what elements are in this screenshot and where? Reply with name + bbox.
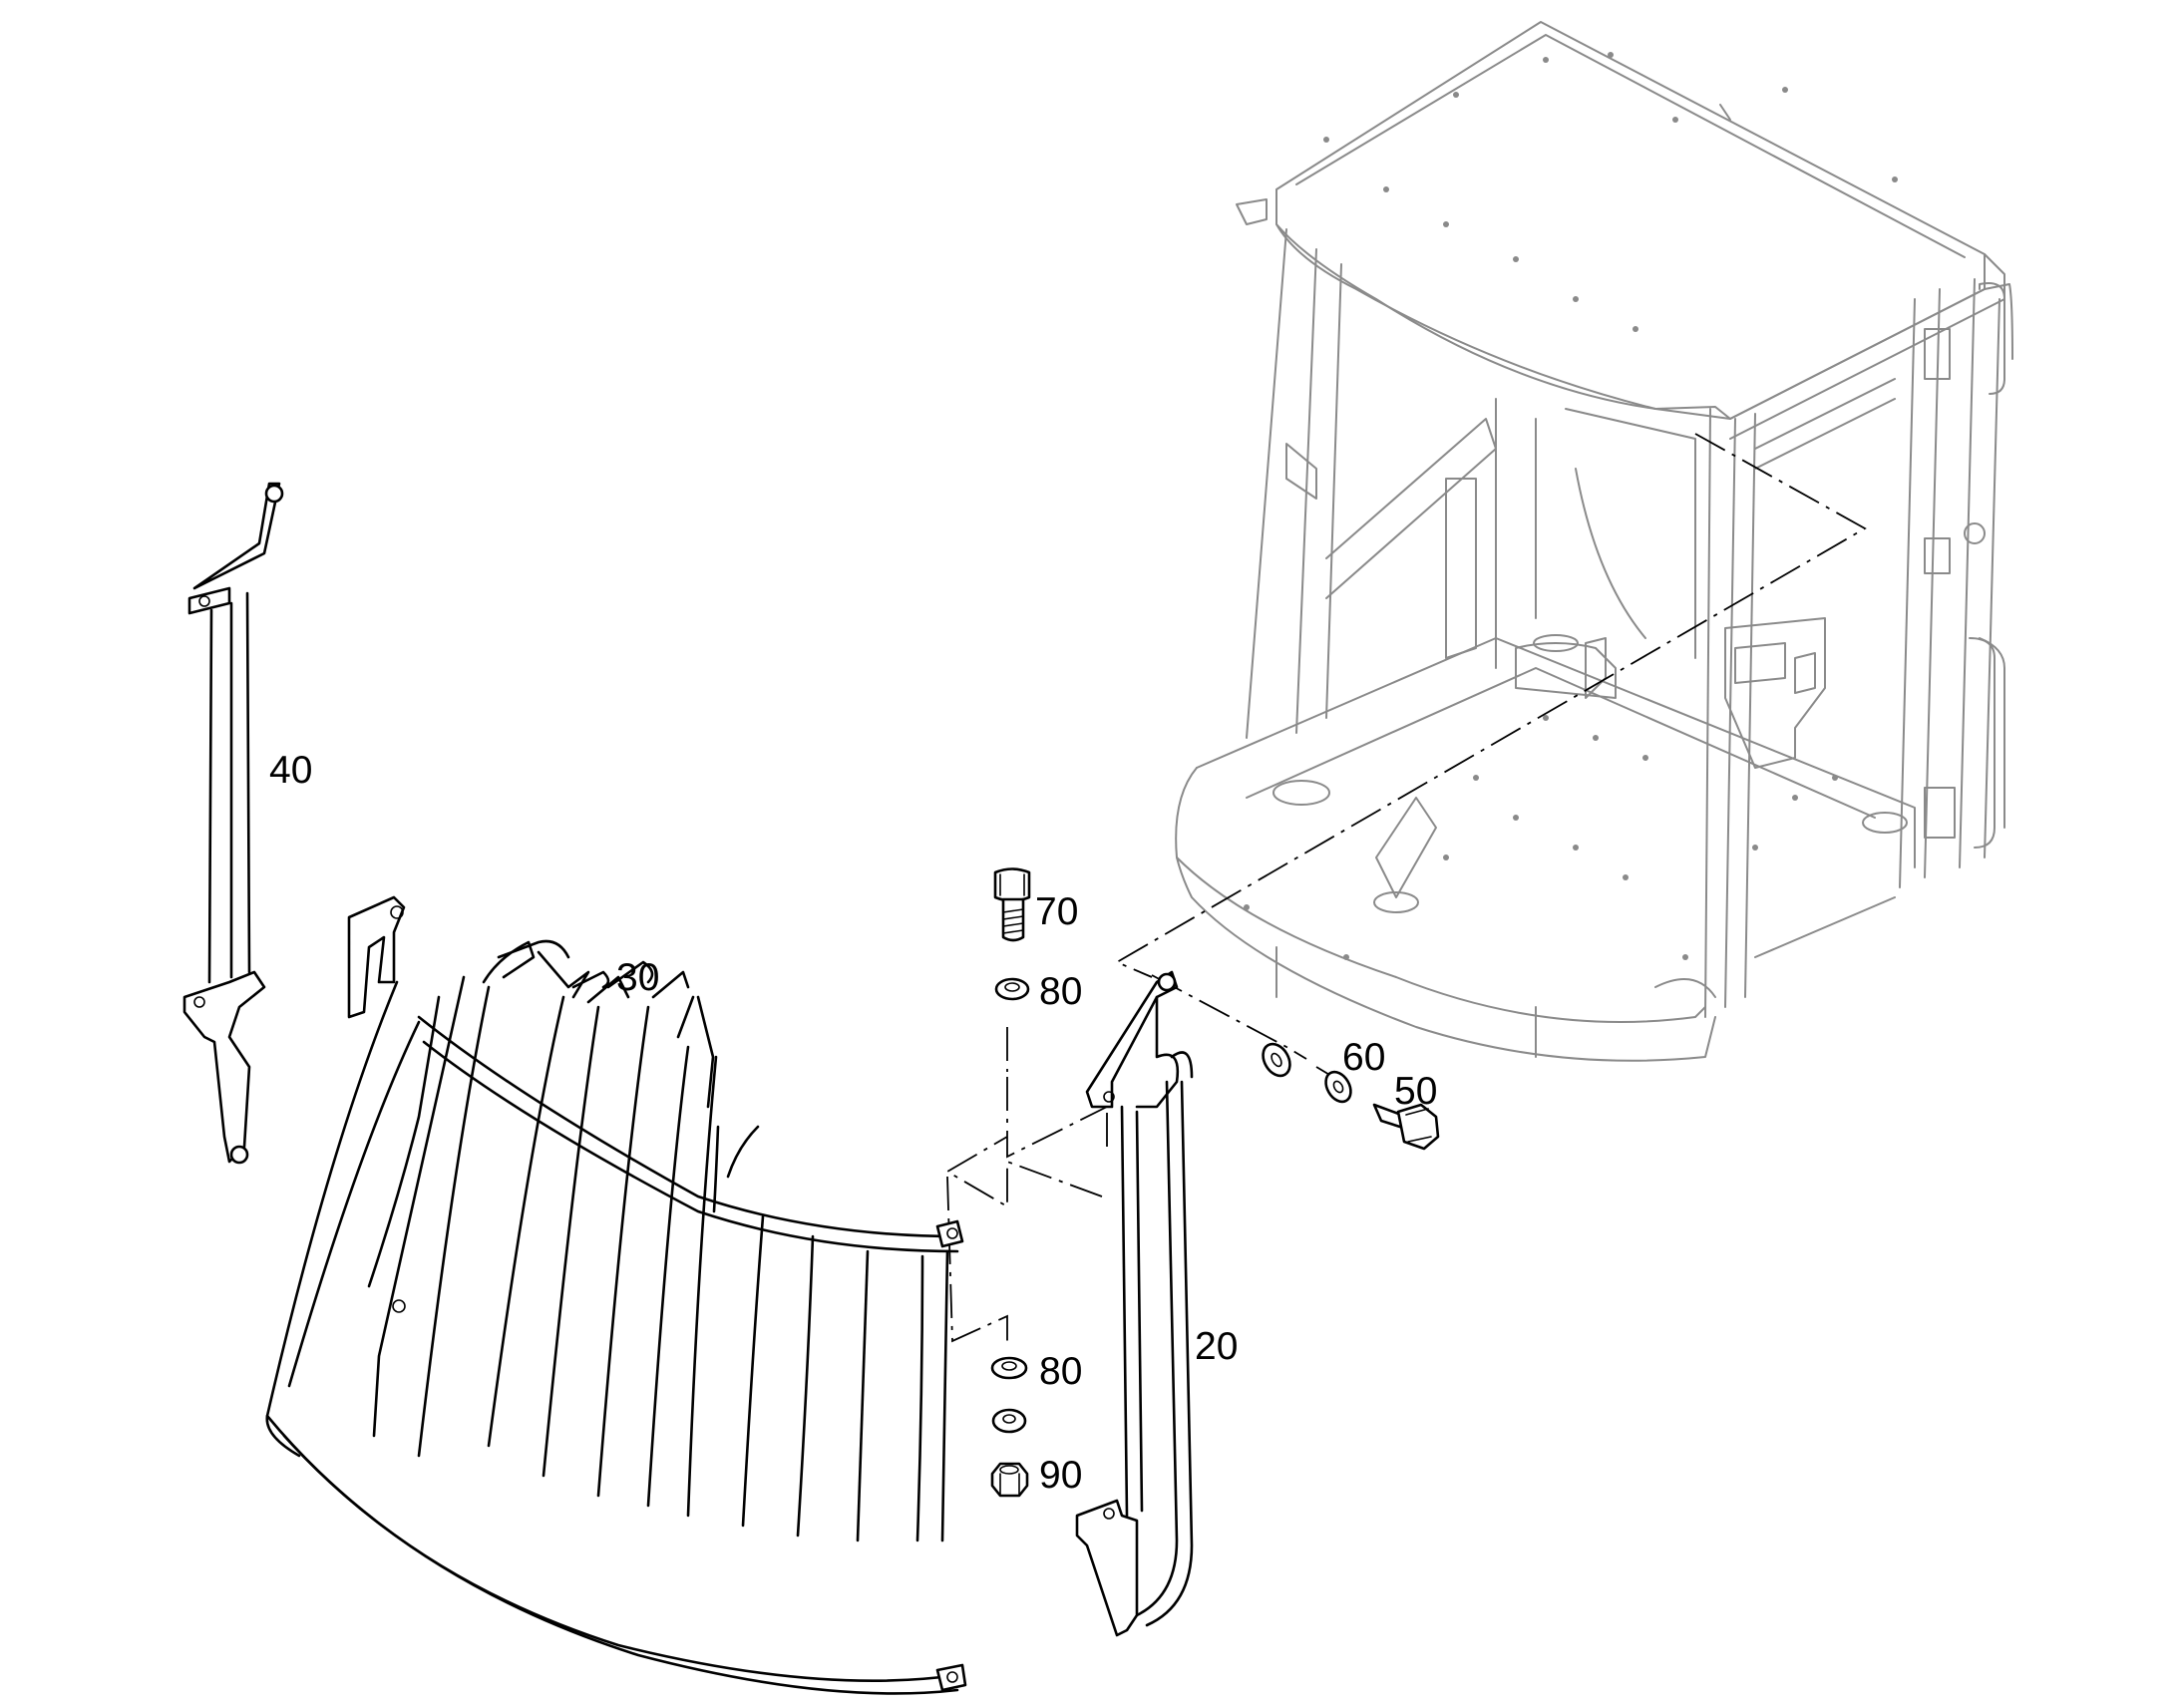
callout-80-bottom: 80 <box>1039 1350 1082 1393</box>
callout-20: 20 <box>1195 1325 1238 1368</box>
washer-extra <box>991 1408 1027 1434</box>
callout-70: 70 <box>1035 890 1078 933</box>
part-30-grille-guard <box>265 895 967 1695</box>
part-50-bolt <box>1372 1103 1440 1151</box>
part-20-side-bracket <box>1075 970 1194 1637</box>
part-40-support-strut <box>182 482 284 1165</box>
callout-30: 30 <box>616 956 659 999</box>
part-90-nut <box>990 1462 1029 1498</box>
part-60-washer <box>1262 1042 1352 1104</box>
callout-50: 50 <box>1394 1070 1437 1113</box>
callout-40: 40 <box>269 749 312 792</box>
callout-90: 90 <box>1039 1454 1082 1497</box>
assembly-lines <box>945 433 1867 1371</box>
callout-labels: 40 30 70 80 60 50 20 80 90 <box>269 749 1437 1497</box>
part-80-washer-bottom <box>990 1356 1028 1380</box>
operator-cab <box>1175 21 2013 1062</box>
callout-60: 60 <box>1342 1036 1385 1079</box>
part-70-bolt <box>993 867 1031 942</box>
callout-80-top: 80 <box>1039 970 1082 1013</box>
part-80-washer-top <box>994 977 1030 1001</box>
